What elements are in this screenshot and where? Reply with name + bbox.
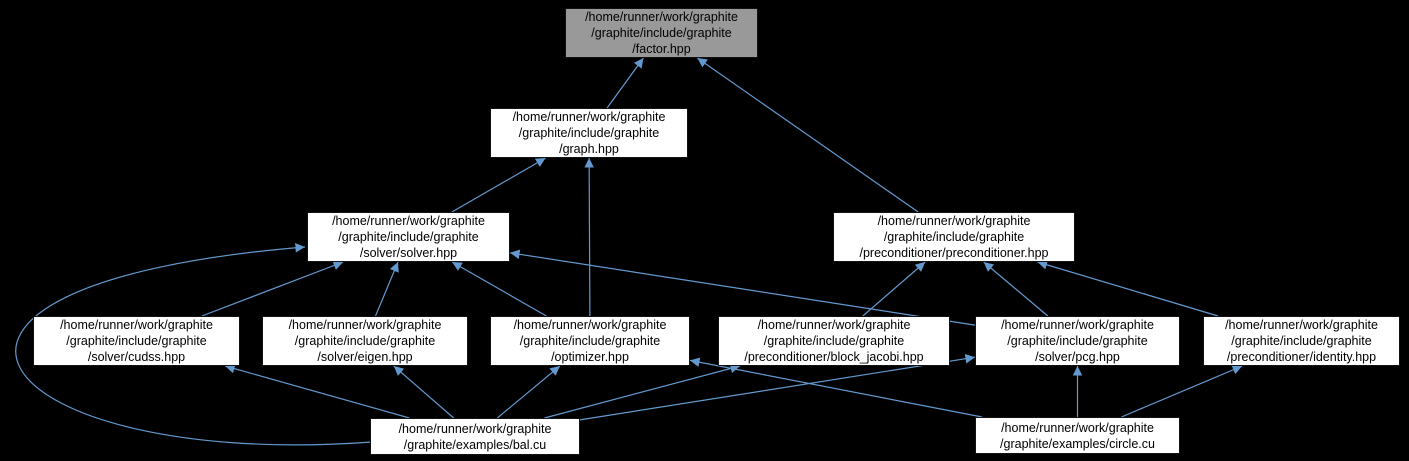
node-factor-hpp[interactable]: /home/runner/work/graphite /graphite/inc… bbox=[565, 8, 758, 58]
node-preconditioner-identity-hpp[interactable]: /home/runner/work/graphite /graphite/inc… bbox=[1203, 316, 1400, 366]
node-preconditioner-block-jacobi-hpp[interactable]: /home/runner/work/graphite /graphite/inc… bbox=[718, 316, 950, 366]
node-preconditioner-preconditioner-hpp[interactable]: /home/runner/work/graphite /graphite/inc… bbox=[833, 212, 1075, 262]
node-solver-pcg-hpp[interactable]: /home/runner/work/graphite /graphite/inc… bbox=[975, 316, 1180, 366]
node-graph-hpp[interactable]: /home/runner/work/graphite /graphite/inc… bbox=[490, 108, 688, 158]
edge-bal_cu-to-optimizer bbox=[496, 365, 561, 419]
node-examples-circle-cu[interactable]: /home/runner/work/graphite /graphite/exa… bbox=[975, 417, 1180, 454]
node-examples-bal-cu[interactable]: /home/runner/work/graphite /graphite/exa… bbox=[370, 418, 580, 455]
edge-optimizer-to-graph bbox=[584, 157, 594, 317]
edge-bal_cu-to-cudss bbox=[224, 363, 410, 419]
node-optimizer-hpp[interactable]: /home/runner/work/graphite /graphite/inc… bbox=[490, 316, 690, 366]
edge-bal_cu-to-pcg bbox=[579, 353, 976, 421]
edge-pcg-to-solver bbox=[509, 249, 976, 326]
edge-optimizer-to-solver bbox=[451, 261, 547, 317]
edge-pcg-to-preconditioner bbox=[983, 261, 1049, 317]
edge-preconditioner-to-factor bbox=[696, 57, 919, 213]
edge-eigen-to-solver bbox=[374, 261, 399, 317]
edge-circle_cu-to-optimizer bbox=[689, 357, 983, 418]
node-solver-cudss-hpp[interactable]: /home/runner/work/graphite /graphite/inc… bbox=[33, 316, 240, 366]
edge-bal_cu-to-eigen bbox=[393, 365, 455, 419]
edge-identity-to-preconditioner bbox=[1037, 260, 1219, 317]
edge-bal_cu-to-block_jacobi bbox=[544, 363, 741, 419]
edge-circle_cu-to-identity bbox=[1121, 365, 1243, 418]
node-solver-eigen-hpp[interactable]: /home/runner/work/graphite /graphite/inc… bbox=[262, 316, 468, 366]
edge-cudss-to-solver bbox=[201, 260, 344, 317]
edge-bal_cu-to-solver bbox=[15, 243, 373, 446]
edge-solver-to-graph bbox=[451, 157, 546, 213]
edge-graph-to-factor bbox=[606, 57, 644, 109]
node-solver-solver-hpp[interactable]: /home/runner/work/graphite /graphite/inc… bbox=[307, 212, 510, 262]
edge-block_jacobi-to-preconditioner bbox=[862, 261, 926, 317]
